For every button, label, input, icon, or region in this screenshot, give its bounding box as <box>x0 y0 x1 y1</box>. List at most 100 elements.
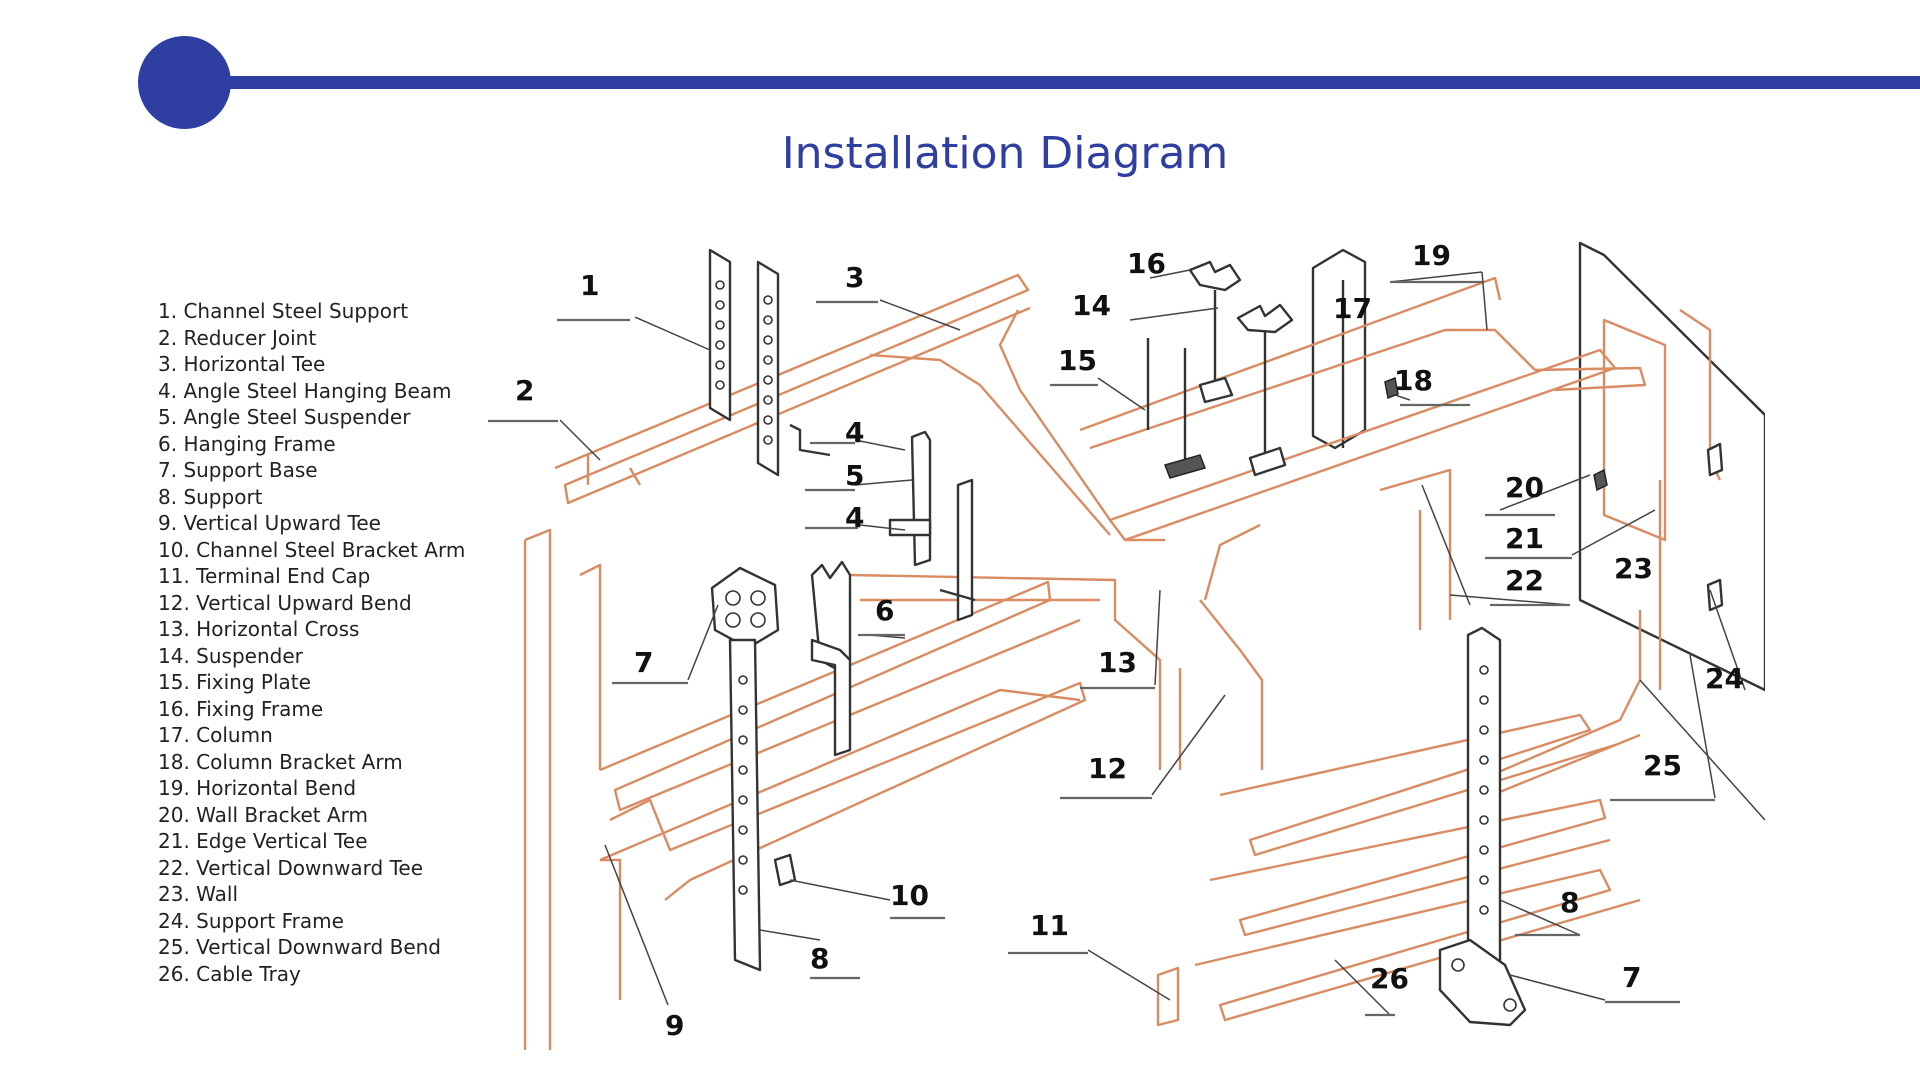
callout-number: 24 <box>1705 662 1744 695</box>
support-frame-bracket-2 <box>1706 578 1724 612</box>
support-holes-1 <box>715 280 773 445</box>
diagram-canvas: 1 2 3 4 5 4 6 7 8 9 10 11 12 13 14 15 16… <box>488 239 1765 1050</box>
installation-diagram: 1 2 3 4 5 4 6 7 8 9 10 11 12 13 14 15 16… <box>480 235 1765 1050</box>
horizontal-cross <box>849 523 1261 770</box>
angle-steel-suspender <box>910 430 932 567</box>
legend-item: 8. Support <box>158 484 263 509</box>
upper-tray-run <box>554 273 1031 505</box>
legend-item: 1. Channel Steel Support <box>158 299 409 323</box>
legend-item: 3. Horizontal Tee <box>158 352 326 376</box>
fixing-plate-1 <box>1198 376 1234 404</box>
wall-opening <box>1602 318 1667 542</box>
callout-number: 17 <box>1333 292 1372 325</box>
legend-item: 12. Vertical Upward Bend <box>158 590 412 615</box>
callout-number: 16 <box>1127 247 1166 280</box>
header-bar <box>200 76 1920 89</box>
parts-legend: 1. Channel Steel Support 2. Reducer Join… <box>158 298 465 987</box>
wall-shape <box>1578 241 1765 692</box>
callout-number: 12 <box>1088 752 1127 785</box>
callout-number: 6 <box>875 594 894 627</box>
callout-number: 4 <box>845 416 864 449</box>
support-8-right <box>1466 626 1502 992</box>
callout-number: 22 <box>1505 564 1544 597</box>
legend-item: 25. Vertical Downward Bend <box>158 935 441 959</box>
wall-bracket-arm <box>1593 468 1608 492</box>
support-base-top-holes <box>725 590 766 628</box>
fixing-plate-dark <box>1164 454 1206 479</box>
legend-item: 5. Angle Steel Suspender <box>158 405 411 429</box>
legend-item: 6. Hanging Frame <box>158 431 336 456</box>
legend-item: 9. Vertical Upward Tee <box>158 511 381 535</box>
callout-number: 23 <box>1614 552 1653 585</box>
legend-item: 18. Column Bracket Arm <box>158 749 403 774</box>
callout-number: 9 <box>665 1009 684 1042</box>
support-8-right-holes <box>1479 665 1489 915</box>
angle-steel-suspender-2 <box>956 478 974 622</box>
callout-number: 11 <box>1030 909 1069 942</box>
leader-lines <box>559 269 1765 1016</box>
vertical-downward-tee <box>1379 468 1452 630</box>
support-frame-bracket-1 <box>1706 442 1724 477</box>
fixing-frame-2 <box>1236 303 1294 334</box>
legend-item: 13. Horizontal Cross <box>158 617 360 641</box>
middle-tray-run <box>869 348 1617 542</box>
channel-steel-support-1 <box>708 248 732 422</box>
legend-item: 26. Cable Tray <box>158 961 301 986</box>
cable-tray-right-bend <box>1479 610 1642 802</box>
hanging-frame-base <box>888 518 976 602</box>
support-base-top <box>710 566 780 650</box>
callout-number: 21 <box>1505 522 1544 555</box>
callout-underlines <box>488 280 1715 1017</box>
callout-number: 20 <box>1505 471 1544 504</box>
callout-number: 4 <box>845 501 864 534</box>
support-8-left-holes <box>738 675 748 895</box>
callout-number: 25 <box>1643 749 1682 782</box>
support-base-right <box>1438 938 1527 1027</box>
lower-tray-run <box>599 580 1081 812</box>
legend-item: 21. Edge Vertical Tee <box>158 829 368 853</box>
support-base-right-holes <box>1451 958 1517 1012</box>
column-bracket-arm <box>1384 376 1399 400</box>
cable-tray-lower-right-3 <box>1194 868 1641 1022</box>
support-8-left <box>728 638 762 972</box>
callout-number: 26 <box>1370 962 1409 995</box>
legend-item: 4. Angle Steel Hanging Beam <box>158 378 452 403</box>
legend-item: 16. Fixing Frame <box>158 696 324 721</box>
channel-steel-bracket-arm <box>773 853 797 887</box>
callout-number: 18 <box>1394 364 1433 397</box>
legend-item: 2. Reducer Joint <box>158 325 317 350</box>
legend-item: 10. Channel Steel Bracket Arm <box>158 537 466 562</box>
fixing-frame-1 <box>1188 260 1242 292</box>
legend-item: 24. Support Frame <box>158 908 344 933</box>
channel-steel-support-2 <box>756 260 780 477</box>
fixing-plate-2 <box>1248 446 1287 477</box>
upper-right-run <box>1534 366 1647 392</box>
hanging-frame-lower <box>810 638 852 757</box>
callout-number: 14 <box>1072 289 1111 322</box>
header-circle <box>138 36 231 129</box>
cable-tray-lower-right-1 <box>1219 713 1616 857</box>
callout-number: 7 <box>1622 961 1641 994</box>
callout-number: 13 <box>1098 646 1137 679</box>
legend-item: 11. Terminal End Cap <box>158 564 371 588</box>
vertical-upward-bend <box>1199 599 1264 770</box>
callout-number: 15 <box>1058 344 1097 377</box>
column-shape <box>1311 248 1367 450</box>
callout-number: 8 <box>810 942 829 975</box>
legend-item: 7. Support Base <box>158 458 318 482</box>
legend-item: 20. Wall Bracket Arm <box>158 802 368 827</box>
legend-item: 17. Column <box>158 723 273 747</box>
callout-number: 5 <box>845 459 864 492</box>
cable-tray-lower-right-2 <box>1209 798 1611 937</box>
legend-item: 14. Suspender <box>158 643 303 668</box>
callout-number: 19 <box>1412 239 1451 272</box>
page-title: Installation Diagram <box>781 128 1229 179</box>
callout-number: 8 <box>1560 886 1579 919</box>
angle-steel-hanging-beam <box>789 423 831 457</box>
terminal-end-cap <box>1156 966 1180 1027</box>
callout-number: 7 <box>634 646 653 679</box>
legend-item: 23. Wall <box>158 882 239 906</box>
callout-number: 2 <box>515 374 534 407</box>
callout-number: 10 <box>890 879 929 912</box>
legend-item: 22. Vertical Downward Tee <box>158 855 424 880</box>
